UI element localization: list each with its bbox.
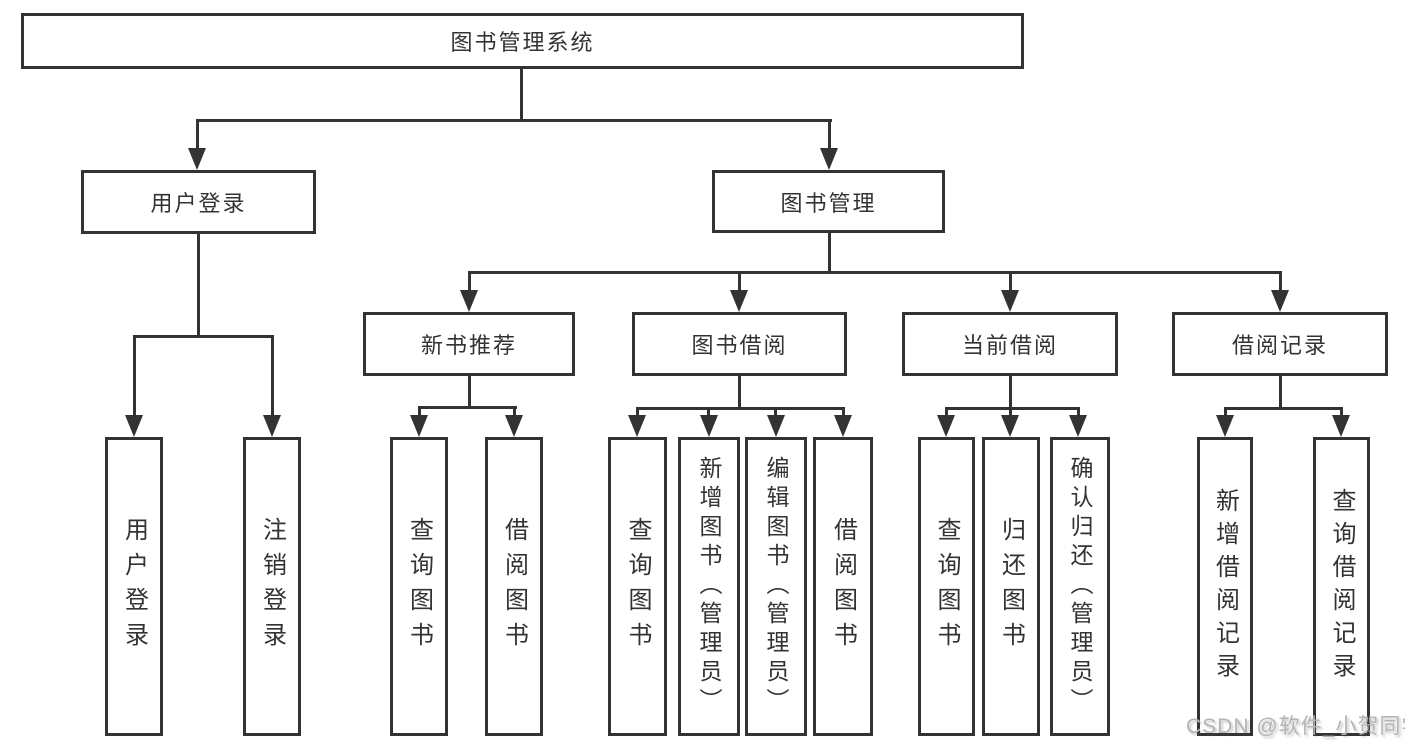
node-book-management-label: 图书管理: [780, 190, 877, 216]
arrowhead-down-icon: [1001, 415, 1019, 437]
edge-to-book-borrow: [738, 271, 741, 292]
arrowhead-down-icon: [460, 290, 478, 312]
leaf-borrow-book-borrowing: 借阅图书: [813, 437, 873, 736]
arrowhead-down-icon: [1216, 415, 1234, 437]
leaf-add-book-admin: 新增图书（管理员）: [678, 437, 740, 736]
edge-to-leaf-user-login: [133, 335, 136, 417]
edge-to-leaf: [1009, 407, 1012, 418]
edge-borrow-record-stem: [1279, 376, 1282, 408]
csdn-watermark: CSDN @软件_小贺同学: [1186, 715, 1405, 738]
edge-to-book-mgmt: [828, 119, 831, 151]
node-borrowing-records-label: 借阅记录: [1231, 333, 1328, 358]
node-book-management: 图书管理: [712, 170, 945, 233]
leaf-return-book: 归还图书: [982, 437, 1040, 736]
edge-to-leaf: [707, 407, 710, 418]
edge-borrow-record-split: [1224, 407, 1343, 410]
leaf-user-login: 用户登录: [105, 437, 163, 736]
leaf-query-borrow-record: 查询借阅记录: [1313, 437, 1370, 736]
leaf-query-book-borrowing: 查询图书: [608, 437, 667, 736]
edge-user-login-stem: [197, 234, 200, 336]
edge-current-borrow-split: [945, 407, 1080, 410]
edge-root-stem: [520, 69, 523, 121]
edge-to-leaf: [842, 407, 845, 418]
arrowhead-down-icon: [188, 148, 206, 170]
edge-to-leaf: [1077, 407, 1080, 418]
edge-to-leaf-logout: [271, 335, 274, 417]
edge-book-mgmt-split: [468, 271, 1282, 274]
node-user-login: 用户登录: [81, 170, 316, 234]
edge-current-borrow-stem: [1009, 376, 1012, 408]
edge-to-leaf: [418, 406, 421, 418]
node-current-borrowing: 当前借阅: [902, 312, 1118, 376]
leaf-query-book-current: 查询图书: [918, 437, 975, 736]
node-new-book-recommend: 新书推荐: [363, 312, 575, 376]
leaf-query-book-recommend: 查询图书: [390, 437, 448, 736]
arrowhead-down-icon: [1069, 415, 1087, 437]
leaf-add-borrow-record: 新增借阅记录: [1197, 437, 1253, 736]
arrowhead-down-icon: [125, 415, 143, 437]
arrowhead-down-icon: [767, 415, 785, 437]
node-book-borrowing: 图书借阅: [632, 312, 847, 376]
arrowhead-down-icon: [834, 415, 852, 437]
edge-to-leaf: [1340, 407, 1343, 418]
edge-book-borrow-stem: [738, 376, 741, 408]
edge-to-leaf: [774, 407, 777, 418]
arrowhead-down-icon: [505, 415, 523, 437]
edge-to-leaf: [513, 406, 516, 418]
node-borrowing-records: 借阅记录: [1172, 312, 1388, 376]
edge-to-borrow-record: [1279, 271, 1282, 292]
arrowhead-down-icon: [820, 148, 838, 170]
edge-user-login-split: [133, 335, 274, 338]
node-current-borrowing-label: 当前借阅: [961, 333, 1058, 358]
node-root-library-system: 图书管理系统: [21, 13, 1024, 69]
edge-new-book-stem: [468, 376, 471, 407]
edge-book-mgmt-stem: [828, 233, 831, 273]
edge-to-leaf: [636, 407, 639, 418]
node-user-login-label: 用户登录: [150, 191, 247, 216]
edge-to-leaf: [945, 407, 948, 418]
arrowhead-down-icon: [1332, 415, 1350, 437]
edge-to-user-login: [196, 119, 199, 151]
arrowhead-down-icon: [1001, 290, 1019, 312]
node-new-book-recommend-label: 新书推荐: [420, 333, 517, 358]
leaf-borrow-book-recommend: 借阅图书: [485, 437, 543, 736]
edge-new-book-split: [418, 406, 517, 409]
arrowhead-down-icon: [410, 415, 428, 437]
arrowhead-down-icon: [628, 415, 646, 437]
arrowhead-down-icon: [700, 415, 718, 437]
edge-book-borrow-split: [636, 407, 845, 410]
leaf-confirm-return-admin: 确认归还（管理员）: [1050, 437, 1110, 736]
edge-to-current-borrow: [1009, 271, 1012, 292]
edge-to-leaf: [1224, 407, 1227, 418]
arrowhead-down-icon: [937, 415, 955, 437]
arrowhead-down-icon: [263, 415, 281, 437]
arrowhead-down-icon: [1271, 290, 1289, 312]
edge-root-split: [196, 119, 832, 122]
leaf-logout: 注销登录: [243, 437, 301, 736]
node-root-label: 图书管理系统: [450, 30, 595, 55]
edge-to-new-book: [468, 271, 471, 292]
leaf-edit-book-admin: 编辑图书（管理员）: [745, 437, 807, 736]
arrowhead-down-icon: [730, 290, 748, 312]
node-book-borrowing-label: 图书借阅: [691, 333, 788, 358]
